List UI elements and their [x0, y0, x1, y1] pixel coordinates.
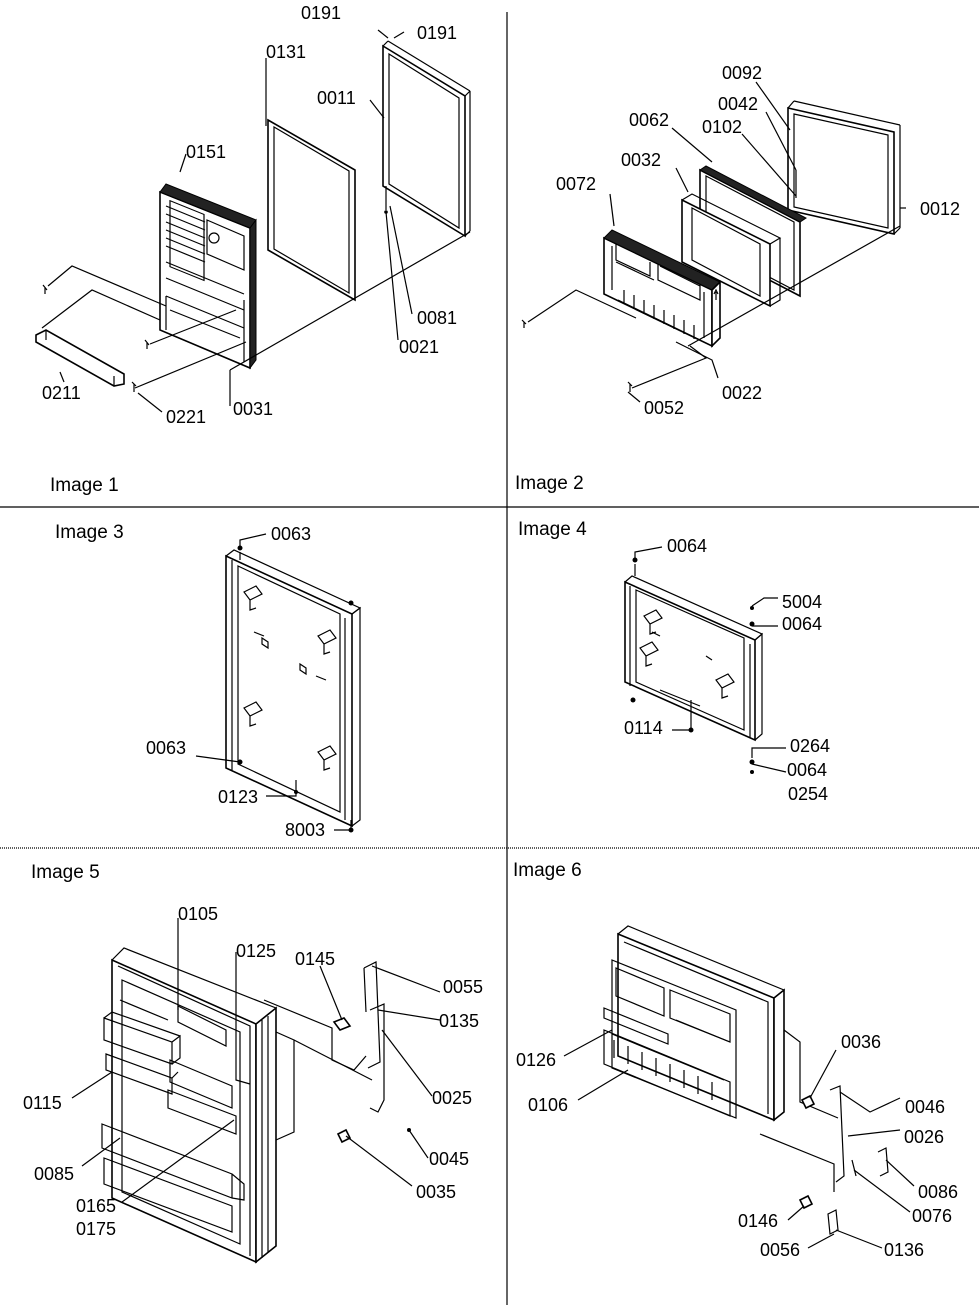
screw-left: [521, 319, 527, 328]
panel-caption: Image 4: [518, 519, 587, 540]
panel-image-3: 0063 0063 0123 8003 Image 3: [55, 522, 362, 840]
label-0092: 0092: [722, 63, 762, 83]
label-0076: 0076: [912, 1206, 952, 1226]
hinge-pin-0221: [131, 381, 137, 392]
label-0045: 0045: [429, 1149, 469, 1169]
label-0086: 0086: [918, 1182, 958, 1202]
shelf-bar-0211: [35, 329, 125, 387]
label-0064-top: 0064: [667, 536, 707, 556]
label-0191-right: 0191: [417, 23, 457, 43]
label-8003: 8003: [285, 820, 325, 840]
label-0046: 0046: [905, 1097, 945, 1117]
freezer-drawer: [603, 925, 786, 1122]
label-0081: 0081: [417, 308, 457, 328]
panel-caption: Image 3: [55, 522, 124, 543]
label-0064-right: 0064: [782, 614, 822, 634]
panel-caption: Image 6: [513, 860, 582, 881]
label-0211: 0211: [42, 383, 81, 403]
label-0063-bottom: 0063: [146, 738, 186, 758]
label-0085: 0085: [34, 1164, 74, 1184]
panel-image-6: 0036 0126 0046 0106 0026 0086 0076 0146 …: [513, 860, 958, 1260]
label-0056: 0056: [760, 1240, 800, 1260]
drawer-frame: [624, 575, 764, 742]
drawer-liner-0072: [603, 229, 721, 348]
label-0221: 0221: [166, 407, 206, 427]
panel-caption: Image 5: [31, 862, 100, 883]
door-liner-0151: [159, 183, 257, 370]
panel-image-1: 0191 0191 0131 0011 0151 0081 0021 0211 …: [35, 3, 471, 496]
drawer-front-panel-0012: [787, 100, 901, 236]
label-0123: 0123: [218, 787, 258, 807]
label-0254: 0254: [788, 784, 828, 804]
label-0063-top: 0063: [271, 524, 311, 544]
drawer-frame-0032: [681, 193, 782, 308]
label-0025: 0025: [432, 1088, 472, 1108]
label-0072: 0072: [556, 174, 596, 194]
label-0031: 0031: [233, 399, 273, 419]
door-outer-panel-0011: [382, 40, 471, 238]
panel-image-5: 0105 0125 0145 0055 0135 0115 0025 0085 …: [23, 862, 483, 1264]
label-0035: 0035: [416, 1182, 456, 1202]
label-0042: 0042: [718, 94, 758, 114]
label-0191-top: 0191: [301, 3, 341, 23]
panel-caption: Image 1: [50, 475, 119, 496]
screw-center: [144, 339, 150, 349]
panel-image-4: 0064 5004 0064 0114 0264 0064 0254 Image…: [518, 519, 830, 804]
label-0011: 0011: [317, 88, 356, 108]
label-0146: 0146: [738, 1211, 778, 1231]
label-0131: 0131: [266, 42, 306, 62]
label-0115: 0115: [23, 1093, 62, 1113]
label-0032: 0032: [621, 150, 661, 170]
label-0055: 0055: [443, 977, 483, 997]
label-0026: 0026: [904, 1127, 944, 1147]
label-0135: 0135: [439, 1011, 479, 1031]
screw-0052: [627, 381, 633, 392]
door-frame: [225, 549, 362, 828]
label-0151: 0151: [186, 142, 226, 162]
label-0102: 0102: [702, 117, 742, 137]
screw-left: [42, 284, 48, 294]
label-0175: 0175: [76, 1219, 116, 1239]
label-0012: 0012: [920, 199, 960, 219]
label-0125: 0125: [236, 941, 276, 961]
label-0126: 0126: [516, 1050, 556, 1070]
label-0145: 0145: [295, 949, 335, 969]
label-0021: 0021: [399, 337, 439, 357]
label-0165: 0165: [76, 1196, 116, 1216]
label-0264: 0264: [790, 736, 830, 756]
panel-image-2: 0092 0042 0102 0062 0032 0072 0012 0052 …: [515, 63, 960, 494]
panel-caption: Image 2: [515, 473, 584, 494]
label-0062: 0062: [629, 110, 669, 130]
label-5004: 5004: [782, 592, 822, 612]
label-0064-bottom: 0064: [787, 760, 827, 780]
label-0052: 0052: [644, 398, 684, 418]
label-0136: 0136: [884, 1240, 924, 1260]
label-0022: 0022: [722, 383, 762, 403]
label-0105: 0105: [178, 904, 218, 924]
label-0106: 0106: [528, 1095, 568, 1115]
label-0036: 0036: [841, 1032, 881, 1052]
door-gasket-0131: [267, 118, 356, 302]
fresh-food-door: [101, 947, 278, 1264]
label-0114: 0114: [624, 718, 663, 738]
